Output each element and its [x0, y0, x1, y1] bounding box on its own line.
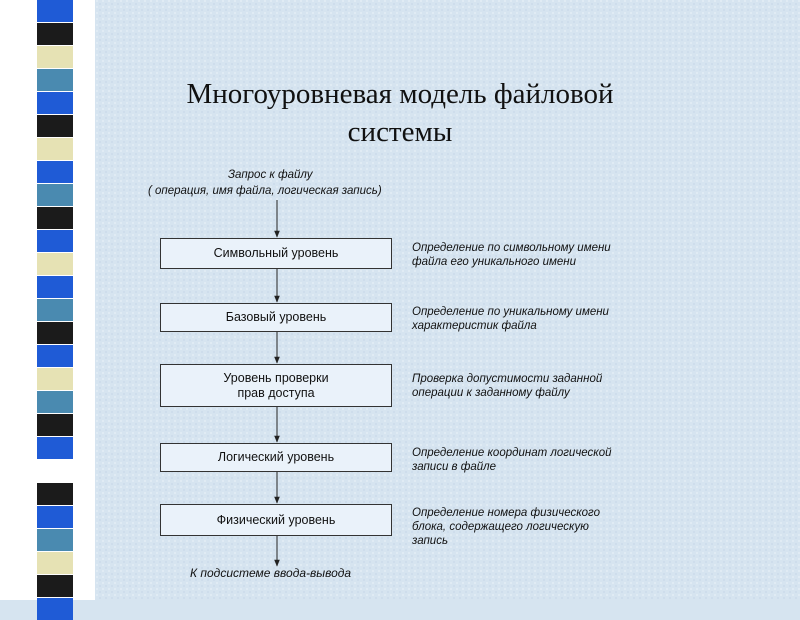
stripe-square [37, 207, 73, 229]
title-line-1: Многоуровневая модель файловой [186, 78, 614, 110]
stripe-square [37, 92, 73, 114]
stripe-square [37, 230, 73, 252]
slide-title: Многоуровневая модель файловой системы [140, 75, 660, 151]
level-desc-access: Проверка допустимости заданной операции … [412, 373, 603, 399]
stripe-square [37, 506, 73, 528]
stripe-square [37, 552, 73, 574]
stripe-square [37, 184, 73, 206]
stripe-square [37, 276, 73, 298]
level-box-symbolic: Символьный уровень [160, 238, 392, 269]
stripe-square [37, 253, 73, 275]
level-box-access: Уровень проверки прав доступа [160, 364, 392, 407]
level-box-physical: Физический уровень [160, 504, 392, 536]
request-line-1: Запрос к файлу [228, 169, 313, 181]
stripe-square [37, 598, 73, 620]
level-box-basic: Базовый уровень [160, 303, 392, 332]
stripe-square [37, 368, 73, 390]
level-desc-basic: Определение по уникальному имени характе… [412, 306, 609, 332]
stripe-square [37, 345, 73, 367]
background-texture [95, 0, 800, 600]
stripe-square [37, 299, 73, 321]
stripe-square [37, 483, 73, 505]
stripe-square [37, 23, 73, 45]
stripe-square [37, 69, 73, 91]
stripe-square [37, 414, 73, 436]
stripe-square [37, 115, 73, 137]
stripe-square [37, 161, 73, 183]
title-line-2: системы [347, 116, 453, 148]
level-desc-symbolic: Определение по символьному имени файла е… [412, 242, 611, 268]
stripe-square [37, 529, 73, 551]
stripe-square [37, 0, 73, 22]
level-desc-physical: Определение номера физического блока, со… [412, 507, 600, 547]
footer-io-subsystem: К подсистеме ввода-вывода [190, 566, 352, 580]
request-line-2: ( операция, имя файла, логическая запись… [148, 185, 382, 197]
stripe-square [37, 391, 73, 413]
stripe-square [37, 46, 73, 68]
stripe-square [37, 437, 73, 459]
stripe-square [37, 460, 73, 482]
stripe-square [37, 575, 73, 597]
flow-arrows [274, 200, 280, 567]
level-desc-logical: Определение координат логической записи … [412, 447, 612, 473]
stripe-square [37, 138, 73, 160]
stripe-square [37, 322, 73, 344]
level-box-logical: Логический уровень [160, 443, 392, 472]
